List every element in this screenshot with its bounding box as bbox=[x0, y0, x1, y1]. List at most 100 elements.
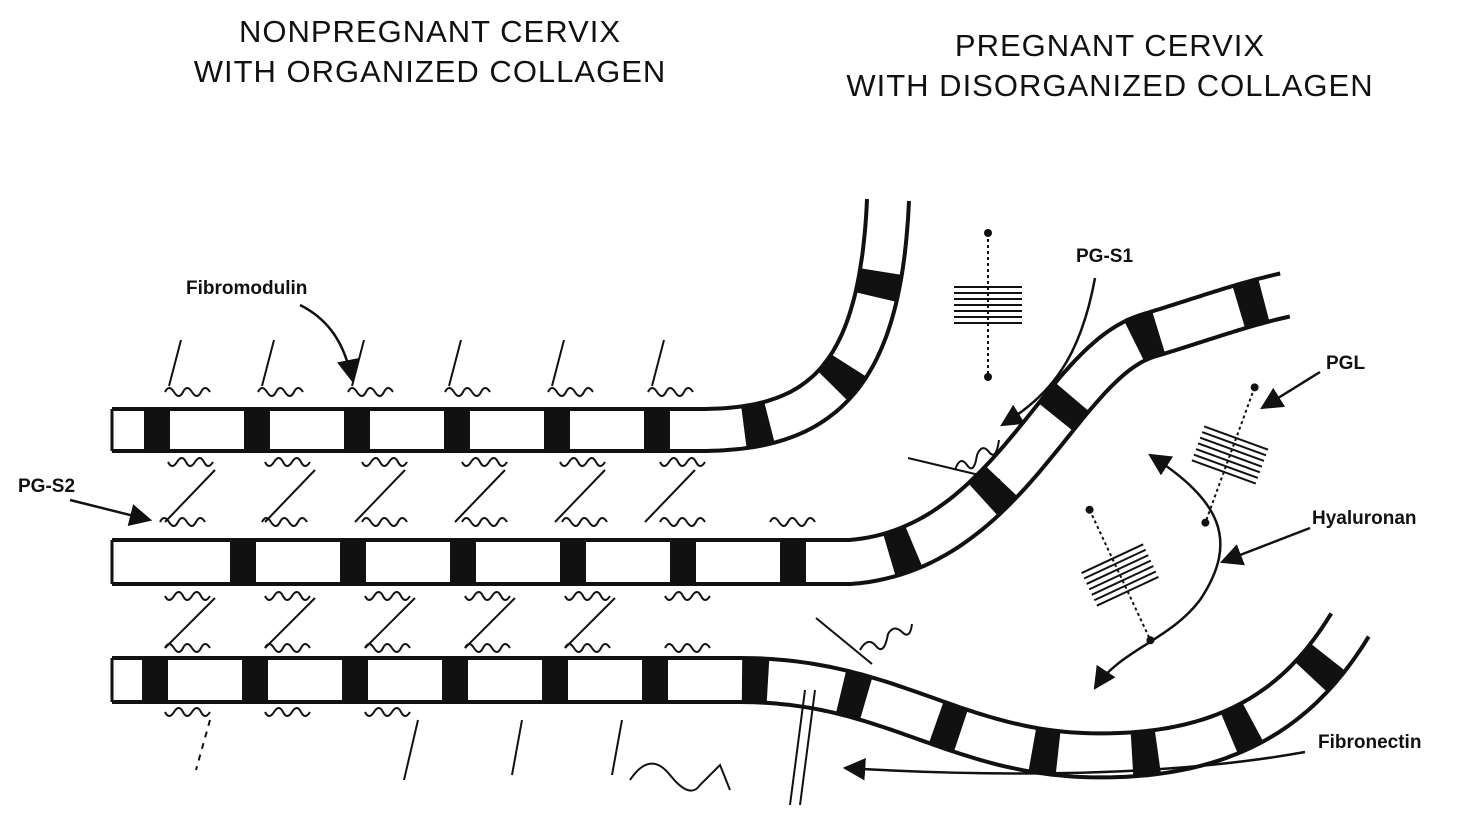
fibromodulin-glyco-top-4 bbox=[548, 388, 593, 396]
dangling-strand-2 bbox=[512, 720, 522, 775]
pg-s1-squiggle-2 bbox=[860, 624, 912, 650]
glyco-below-fiber1-2 bbox=[362, 458, 407, 466]
dangling-strand-1 bbox=[404, 720, 418, 780]
pgl-brush-1-head bbox=[984, 229, 992, 237]
fibromodulin-stalk-0 bbox=[169, 340, 181, 386]
pgl-label: PGL bbox=[1326, 353, 1365, 375]
glyco-below-fiber1-1 bbox=[265, 458, 310, 466]
collagen-fiber-1-band-2 bbox=[344, 409, 370, 451]
hyaluronan-arrow bbox=[1222, 528, 1310, 562]
glyco-below-fiber3-0 bbox=[165, 708, 210, 716]
fibronectin-strand-lower bbox=[630, 764, 730, 791]
fibromodulin-glyco-top-0 bbox=[165, 388, 210, 396]
pgl-brush-2-chain-0 bbox=[1204, 426, 1268, 449]
collagen-fiber-1-band-0 bbox=[144, 409, 170, 451]
proteoglycan-decorations bbox=[160, 229, 1288, 805]
pg-s2-arrow bbox=[70, 500, 150, 520]
crosslink-lower-4 bbox=[565, 598, 615, 648]
pg-s1-label: PG-S1 bbox=[1076, 246, 1133, 268]
glyco-below-fiber3-1 bbox=[265, 708, 310, 716]
fibromodulin-stalk-5 bbox=[652, 340, 664, 386]
pgl-brush-2-tail bbox=[1200, 518, 1210, 528]
collagen-fiber-2-band-1 bbox=[340, 540, 366, 584]
glyco-below-fiber1-3 bbox=[462, 458, 507, 466]
crosslink-lower-2 bbox=[365, 598, 415, 648]
pg-s2-label: PG-S2 bbox=[18, 476, 75, 498]
collagen-fiber-3-band-3 bbox=[442, 658, 468, 702]
glyco-below-fiber3-2 bbox=[365, 708, 410, 716]
fibromodulin-glyco-top-3 bbox=[445, 388, 490, 396]
crosslink-lower-0 bbox=[165, 598, 215, 648]
collagen-fiber-3-band-4 bbox=[542, 658, 568, 702]
fibromodulin-arrow bbox=[300, 305, 352, 380]
crosslink-upper-5 bbox=[645, 470, 695, 522]
crosslink-lower-1 bbox=[265, 598, 315, 648]
fibromodulin-stalk-2 bbox=[352, 340, 364, 386]
collagen-fiber-3 bbox=[112, 613, 1369, 777]
crosslink-lower-3 bbox=[465, 598, 515, 648]
glyco-below-fiber2-1 bbox=[265, 592, 310, 600]
glyco-below-fiber2-0 bbox=[165, 592, 210, 600]
collagen-fiber-1-top-edge bbox=[112, 199, 867, 409]
collagen-fiber-2-band-0 bbox=[230, 540, 256, 584]
fibromodulin-stalk-4 bbox=[552, 340, 564, 386]
crosslink-upper-2 bbox=[355, 470, 405, 522]
glyco-above-fiber3-1 bbox=[265, 644, 310, 652]
fibronectin-label: Fibronectin bbox=[1318, 732, 1421, 754]
pgl-brush-2-chain-1 bbox=[1202, 432, 1266, 455]
collagen-fiber-3-band-0 bbox=[142, 658, 168, 702]
fibromodulin-stalk-1 bbox=[262, 340, 274, 386]
crosslink-upper-0 bbox=[165, 470, 215, 522]
glyco-above-fiber3-3 bbox=[465, 644, 510, 652]
glyco-above-fiber3-4 bbox=[565, 644, 610, 652]
glyco-above-fiber2-3 bbox=[462, 518, 507, 526]
glyco-below-fiber2-5 bbox=[665, 592, 710, 600]
glyco-below-fiber2-4 bbox=[565, 592, 610, 600]
collagen-fiber-2-band-2 bbox=[450, 540, 476, 584]
glyco-above-fiber2-4 bbox=[562, 518, 607, 526]
crosslink-upper-4 bbox=[555, 470, 605, 522]
glyco-above-fiber2-2 bbox=[362, 518, 407, 526]
pgl-brush-2-chain-5 bbox=[1194, 455, 1258, 478]
pgl-brush-2-chain-6 bbox=[1192, 460, 1256, 483]
pgl-brush-2-head bbox=[1249, 382, 1259, 392]
pgl-brush-2-chain-2 bbox=[1200, 438, 1264, 461]
pgl-brush-3-head bbox=[1084, 504, 1095, 515]
collagen-fiber-3-band-2 bbox=[342, 658, 368, 702]
glyco-below-fiber2-3 bbox=[465, 592, 510, 600]
dangling-strand-0 bbox=[196, 720, 210, 770]
dangling-strand-3 bbox=[612, 720, 622, 775]
hyaluronan-label: Hyaluronan bbox=[1312, 508, 1417, 530]
fibromodulin-glyco-top-5 bbox=[648, 388, 693, 396]
glyco-above-fiber3-5 bbox=[665, 644, 710, 652]
collagen-fiber-2-band-4 bbox=[670, 540, 696, 584]
collagen-fiber-3-band-1 bbox=[242, 658, 268, 702]
pgl-brush-1 bbox=[954, 229, 1022, 381]
fibromodulin-label: Fibromodulin bbox=[186, 278, 307, 300]
collagen-fiber-1-body bbox=[112, 199, 909, 451]
collagen-fiber-3-band-5 bbox=[642, 658, 668, 702]
collagen-fiber-1-band-4 bbox=[544, 409, 570, 451]
fibromodulin-glyco-top-2 bbox=[348, 388, 393, 396]
collagen-fiber-1 bbox=[112, 199, 909, 451]
collagen-fiber-1-band-3 bbox=[444, 409, 470, 451]
crosslink-upper-1 bbox=[265, 470, 315, 522]
fibromodulin-glyco-top-1 bbox=[258, 388, 303, 396]
collagen-fiber-2-band-5 bbox=[780, 540, 806, 584]
glyco-above-fiber2-6 bbox=[770, 518, 815, 526]
crosslink-upper-3 bbox=[455, 470, 505, 522]
glyco-below-fiber1-4 bbox=[560, 458, 605, 466]
glyco-below-fiber1-0 bbox=[168, 458, 213, 466]
glyco-below-fiber2-2 bbox=[365, 592, 410, 600]
glyco-above-fiber2-5 bbox=[660, 518, 705, 526]
glyco-above-fiber3-2 bbox=[365, 644, 410, 652]
pgl-brush-2 bbox=[1172, 372, 1288, 538]
glyco-below-fiber1-5 bbox=[660, 458, 705, 466]
pgl-brush-2-chain-4 bbox=[1196, 449, 1260, 472]
glyco-above-fiber3-0 bbox=[165, 644, 210, 652]
collagen-fiber-3-band-6 bbox=[742, 658, 770, 703]
collagen-fiber-3-body bbox=[112, 613, 1369, 777]
collagen-fiber-1-band-5 bbox=[644, 409, 670, 451]
